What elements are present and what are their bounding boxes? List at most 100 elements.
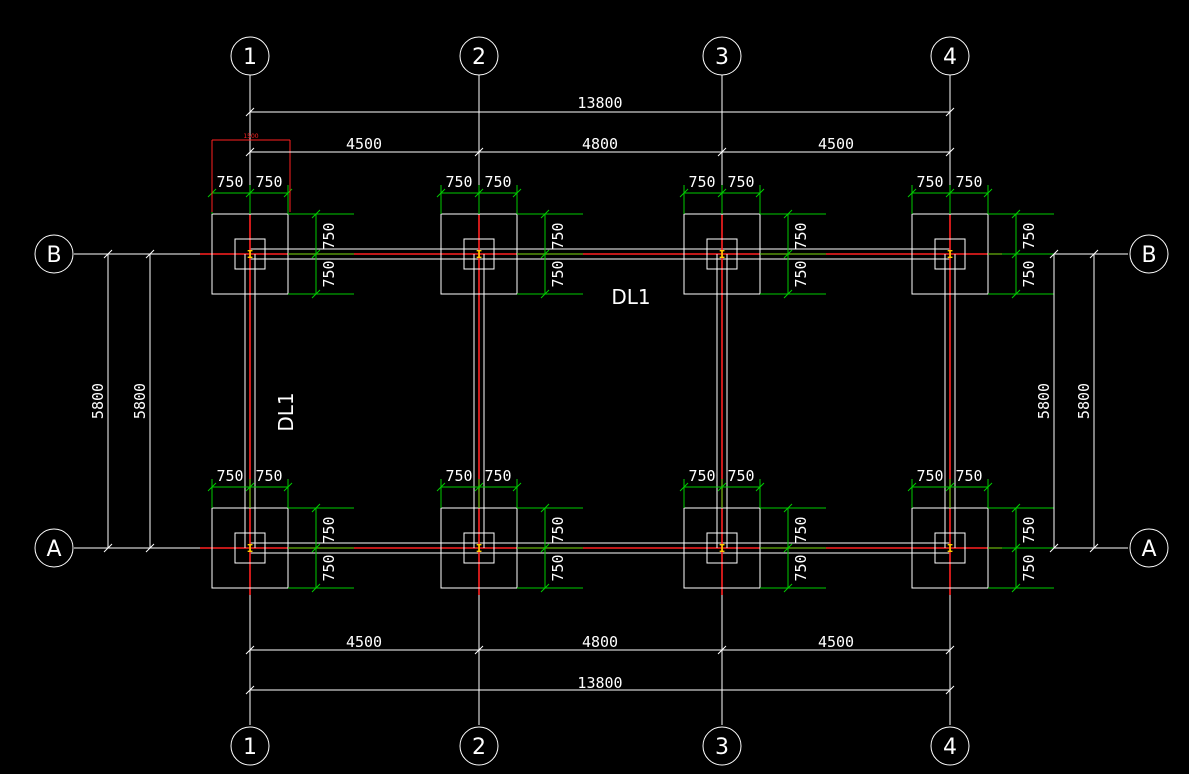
dim-bays-top-tick [474, 147, 484, 157]
footing-dim-text-upper-2-b: 750 [549, 222, 567, 249]
footing-dim-text-upper-1-a: 750 [320, 516, 338, 543]
dim-bay-2-bottom-text: 4800 [582, 633, 618, 651]
footing-dim-tick-2-b [474, 188, 484, 198]
footing-dim-text-lower-3-a: 750 [792, 554, 810, 581]
footing-dim-text-lower-4-a: 750 [1020, 554, 1038, 581]
footing-dim-tick-2-b [540, 249, 550, 259]
footing-dim-tick-3-a [755, 482, 765, 492]
footing-dim-text-left-2-a: 750 [445, 467, 472, 485]
footing-dim-tick-1-a [245, 482, 255, 492]
dim-span-left-tick [145, 249, 155, 259]
dim-bay-1-bottom-text: 4500 [346, 633, 382, 651]
footing-dim-text-right-1-a: 750 [255, 467, 282, 485]
dim-bays-bottom-tick [474, 645, 484, 655]
dim-overall-top-tick [945, 107, 955, 117]
red-dim-text: 1500 [243, 133, 258, 140]
footing-dim-text-lower-3-b: 750 [792, 260, 810, 287]
column-4-a [934, 532, 966, 564]
grid-bubble-col-3-top [702, 36, 742, 76]
column-mark-3-b: I [719, 248, 726, 261]
grid-bubble-col-2-bottom [459, 726, 499, 766]
grid-bubble-col-4-bottom [930, 726, 970, 766]
footing-dim-tick-1-b [245, 188, 255, 198]
footing-dim-tick-4-b [907, 188, 917, 198]
footing-dim-text-upper-3-a: 750 [792, 516, 810, 543]
dim-bays-bottom-tick [945, 645, 955, 655]
grid-label-col-1-top: 1 [243, 45, 257, 70]
grid-bubble-col-1-top [230, 36, 270, 76]
grid-label-col-1-bottom: 1 [243, 735, 257, 760]
footing-dim-tick-3-a [679, 482, 689, 492]
grid-label-col-4-bottom: 4 [943, 735, 957, 760]
footing-dim-tick-2-a [540, 503, 550, 513]
dim-overall-bottom-tick [245, 685, 255, 695]
dim-span-right-tick [1089, 543, 1099, 553]
footing-dim-tick-2-b [512, 188, 522, 198]
grid-label-row-a-right: A [1141, 537, 1156, 562]
footing-dim-text-lower-1-b: 750 [320, 260, 338, 287]
dim-bay-3-bottom-text: 4500 [818, 633, 854, 651]
dim-bay-2-top-text: 4800 [582, 135, 618, 153]
footing-dim-text-left-1-b: 750 [216, 173, 243, 191]
footing-dim-tick-3-b [755, 188, 765, 198]
grid-bubble-col-3-bottom [702, 726, 742, 766]
column-mark-2-b: I [476, 248, 483, 261]
grid-bubble-row-a-left [34, 528, 74, 568]
beam-label-vertical: DL1 [274, 392, 298, 431]
column-1-b [234, 238, 266, 270]
footing-dim-text-right-3-b: 750 [727, 173, 754, 191]
dim-bays-top-tick [717, 147, 727, 157]
footing-dim-tick-3-b [679, 188, 689, 198]
footing-dim-tick-1-a [207, 482, 217, 492]
footing-dim-text-left-4-a: 750 [916, 467, 943, 485]
grid-label-col-4-top: 4 [943, 45, 957, 70]
dim-span-left-tick [103, 543, 113, 553]
footing-dim-tick-3-b [717, 188, 727, 198]
footing-dim-tick-3-a [783, 583, 793, 593]
dim-bays-bottom-tick [717, 645, 727, 655]
column-mark-1-b: I [247, 248, 254, 261]
footing-dim-tick-1-b [311, 209, 321, 219]
footing-dim-tick-3-b [783, 209, 793, 219]
grid-bubble-col-2-top [459, 36, 499, 76]
footing-dim-tick-4-b [1011, 209, 1021, 219]
footing-dim-tick-2-a [436, 482, 446, 492]
dim-bays-top-tick [945, 147, 955, 157]
footing-dim-tick-3-b [783, 289, 793, 299]
footing-dim-tick-1-a [311, 503, 321, 513]
footing-dim-tick-1-a [283, 482, 293, 492]
footing-dim-text-right-2-a: 750 [484, 467, 511, 485]
footing-dim-tick-4-a [907, 482, 917, 492]
footing-dim-tick-4-a [983, 482, 993, 492]
column-3-a [706, 532, 738, 564]
grid-label-row-b-right: B [1141, 243, 1156, 268]
grid-bubble-row-b-left [34, 234, 74, 274]
footing-dim-tick-4-b [983, 188, 993, 198]
grid-bubble-row-a-right [1129, 528, 1169, 568]
dim-span-left-text: 5800 [89, 383, 107, 419]
footing-dim-tick-1-b [283, 188, 293, 198]
dim-overall-bottom-tick [945, 685, 955, 695]
column-1-a [234, 532, 266, 564]
dim-bay-3-top-text: 4500 [818, 135, 854, 153]
grid-bubble-col-4-top [930, 36, 970, 76]
footing-dim-text-right-2-b: 750 [484, 173, 511, 191]
footing-dim-text-left-2-b: 750 [445, 173, 472, 191]
grid-label-col-2-bottom: 2 [472, 735, 486, 760]
column-3-b [706, 238, 738, 270]
footing-dim-tick-2-b [540, 289, 550, 299]
footing-dim-tick-3-a [783, 543, 793, 553]
footing-dim-tick-2-a [540, 543, 550, 553]
footing-dim-text-right-4-b: 750 [955, 173, 982, 191]
column-2-a [463, 532, 495, 564]
footing-dim-tick-2-b [436, 188, 446, 198]
footing-dim-tick-1-a [311, 583, 321, 593]
column-mark-3-a: I [719, 542, 726, 555]
column-mark-4-b: I [947, 248, 954, 261]
dim-span-left-text: 5800 [131, 383, 149, 419]
footing-dim-tick-4-b [945, 188, 955, 198]
footing-dim-text-right-3-a: 750 [727, 467, 754, 485]
dim-span-right-tick [1049, 249, 1059, 259]
footing-dim-text-upper-4-a: 750 [1020, 516, 1038, 543]
